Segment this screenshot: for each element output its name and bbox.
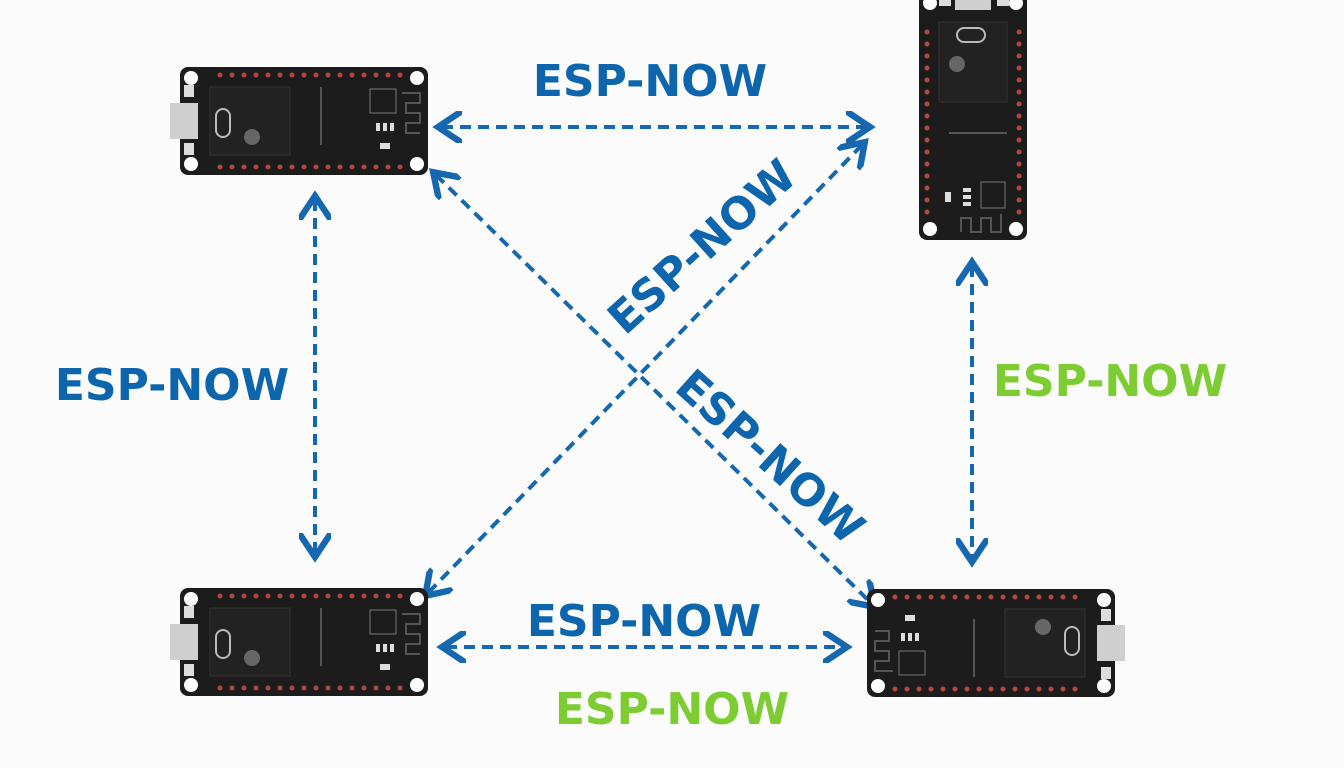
link-diagonal-down <box>436 175 872 604</box>
label-bottom-blue: ESP-NOW <box>527 596 761 647</box>
esp32-board-bottom-right <box>866 588 1126 698</box>
label-right: ESP-NOW <box>993 356 1227 407</box>
esp32-board-top-right <box>918 0 1028 241</box>
label-top: ESP-NOW <box>533 56 767 107</box>
label-diagonal-up: ESP-NOW <box>598 150 806 345</box>
link-diagonal-up <box>428 145 862 593</box>
label-left: ESP-NOW <box>55 360 289 411</box>
esp32-board-top-left <box>169 66 429 176</box>
label-bottom-green: ESP-NOW <box>555 684 789 735</box>
label-diagonal-down: ESP-NOW <box>666 360 874 555</box>
esp32-board-bottom-left <box>169 587 429 697</box>
